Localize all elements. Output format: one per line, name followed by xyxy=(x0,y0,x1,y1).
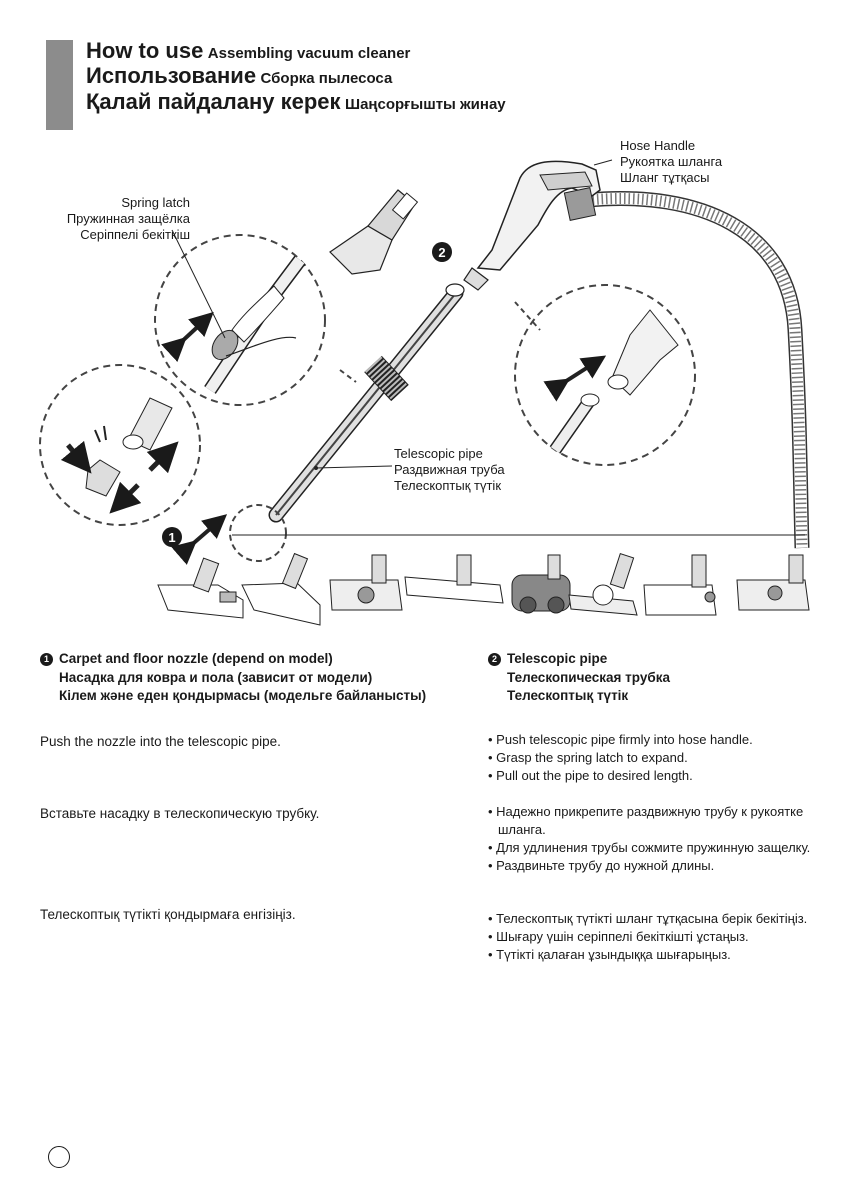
pipe-end-highlight xyxy=(229,504,287,562)
section-2-bullets-en: Push telescopic pipe firmly into hose ha… xyxy=(488,731,818,785)
page-number-circle xyxy=(48,1146,70,1168)
bullet-item: Grasp the spring latch to expand. xyxy=(488,749,818,767)
telescopic-pipe-illustration xyxy=(268,283,465,523)
section-1-text-kk: Телескоптық түтікті қондырмаға енгізіңіз… xyxy=(40,907,296,922)
section-2-bullets-ru: Надежно прикрепите раздвижную трубу к ру… xyxy=(488,803,818,875)
section-2-number: 2 xyxy=(488,653,501,666)
step-1-marker-number: 1 xyxy=(168,530,175,545)
bullet-item: Телескоптық түтікті шланг тұтқасына бері… xyxy=(488,910,818,928)
section-tab-bar xyxy=(46,40,73,130)
bullet-item: Раздвиньте трубу до нужной длины. xyxy=(488,857,818,875)
bullet-item: Надежно прикрепите раздвижную трубу к ру… xyxy=(488,803,818,839)
nozzle-7 xyxy=(643,554,717,616)
bullet-item: Pull out the pipe to desired length. xyxy=(488,767,818,785)
bullet-item: Шығару үшін серіппелі бекіткішті ұстаңыз… xyxy=(488,928,818,946)
section-2-bullets-kk: Телескоптық түтікті шланг тұтқасына бері… xyxy=(488,910,818,964)
section-1-number: 1 xyxy=(40,653,53,666)
step-2-marker xyxy=(432,242,452,262)
bullet-item: Push telescopic pipe firmly into hose ha… xyxy=(488,731,818,749)
bullet-item: Для удлинения трубы сожмите пружинную за… xyxy=(488,839,818,857)
title-english: How to use Assembling vacuum cleaner xyxy=(86,38,411,63)
hose-handle-illustration xyxy=(463,159,613,291)
nozzle-4 xyxy=(404,554,504,604)
nozzle-8 xyxy=(736,554,810,611)
spring-latch-label: Spring latch Пружинная защёлка Серіппелі… xyxy=(66,195,190,242)
nozzle-attach-zoom xyxy=(39,364,201,526)
spring-latch-zoom xyxy=(154,229,357,406)
hose-illustration xyxy=(587,191,810,549)
hose-handle-label: Hose Handle Рукоятка шланга Шланг тұтқас… xyxy=(620,138,723,185)
nozzle-2 xyxy=(241,552,321,626)
nozzle-6 xyxy=(568,552,638,616)
step-2-marker-number: 2 xyxy=(438,245,445,260)
nozzle-1 xyxy=(157,557,244,619)
nozzle-row xyxy=(157,552,810,626)
section-1-text-ru: Вставьте насадку в телескопическую трубк… xyxy=(40,806,320,821)
section-1-text-en: Push the nozzle into the telescopic pipe… xyxy=(40,734,281,749)
nozzle-5 xyxy=(511,554,571,614)
bullet-item: Түтікті қалаған ұзындыққа шығарыңыз. xyxy=(488,946,818,964)
telescopic-pipe-label: Telescopic pipe Раздвижная труба Телеско… xyxy=(394,446,505,493)
title-russian: Использование Сборка пылесоса xyxy=(86,63,393,88)
pipe-handle-zoom xyxy=(514,284,696,466)
nozzle-3 xyxy=(329,554,403,611)
title-kazakh: Қалай пайдалану керек Шаңсорғышты жинау xyxy=(86,89,506,114)
small-nozzle-illustration xyxy=(329,189,419,275)
assembly-illustration: 2 xyxy=(39,159,810,626)
